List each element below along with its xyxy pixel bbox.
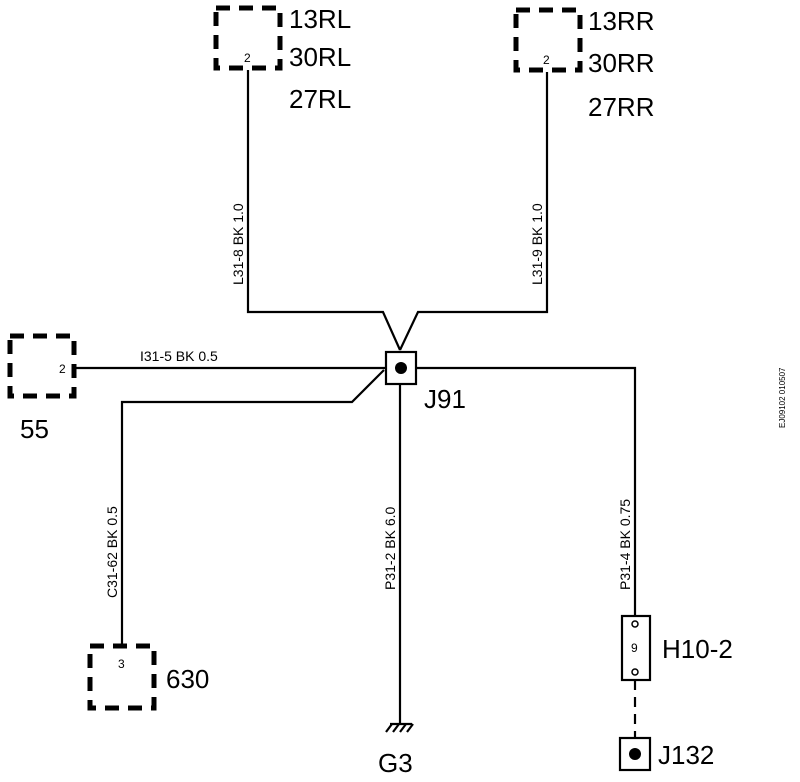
splice-j132-label: J132	[658, 740, 714, 770]
connector-13rl-label-1: 13RL	[289, 4, 351, 34]
connector-13rr-label-2: 30RR	[588, 48, 654, 78]
connector-h10-2-pin: 9	[631, 641, 638, 655]
connector-13rl-label-3: 27RL	[289, 84, 351, 114]
connector-13rr-label-1: 13RR	[588, 6, 654, 36]
connector-630-pin: 3	[118, 657, 125, 671]
wire-c31-62	[120, 369, 385, 646]
wire-label-l31-8: L31-8 BK 1.0	[230, 203, 246, 285]
splice-j132-dot	[629, 748, 641, 760]
splice-j91-dot	[395, 362, 407, 374]
connector-55-box	[7, 333, 77, 399]
connector-13rl-pin: 2	[244, 51, 251, 65]
connector-h10-2-bottom-dot	[631, 668, 639, 676]
splice-j91-label: J91	[424, 384, 466, 414]
connector-55-pin: 2	[59, 362, 66, 376]
connector-13rl-box	[213, 5, 283, 71]
splice-j132-box	[618, 736, 652, 772]
connector-13rl-label-2: 30RL	[289, 42, 351, 72]
connector-630-label: 630	[166, 664, 209, 694]
wire-label-p31-2: P31-2 BK 6.0	[382, 507, 398, 590]
connector-13rr-box	[513, 7, 583, 73]
wire-label-p31-4: P31-4 BK 0.75	[617, 499, 633, 590]
connector-h10-2-top-dot	[631, 620, 639, 628]
wire-l31-9	[399, 72, 549, 351]
wire-p31-4	[416, 366, 637, 616]
wire-label-l31-9: L31-9 BK 1.0	[529, 203, 545, 285]
connector-630-box	[87, 643, 157, 711]
wire-label-c31-62: C31-62 BK 0.5	[104, 506, 120, 598]
connector-13rr-pin: 2	[543, 53, 550, 67]
connector-h10-2-label: H10-2	[662, 634, 733, 664]
connector-55-label: 55	[20, 414, 49, 444]
wire-label-i31-5: I31-5 BK 0.5	[140, 348, 218, 364]
diagram-id: EJ09102 010507	[778, 367, 787, 428]
wire-l31-8	[246, 70, 402, 351]
ground-symbol	[385, 722, 414, 733]
splice-j91-box	[384, 350, 418, 386]
connector-h10-2-box	[620, 614, 652, 682]
ground-g3-label: G3	[378, 748, 413, 778]
connector-13rr-label-3: 27RR	[588, 92, 654, 122]
